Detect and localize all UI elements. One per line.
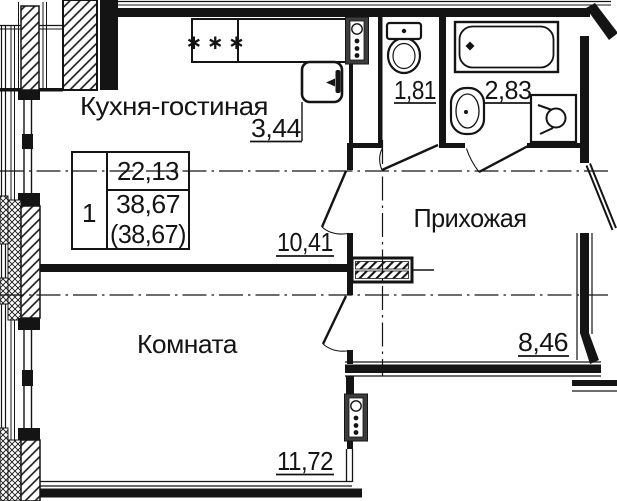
unit-living-area: 22,13 [117, 156, 179, 186]
interior-wall-spine [345, 63, 354, 482]
door-wc [379, 143, 439, 172]
wall-kitchen-room [40, 264, 353, 272]
wc-area: 1,81 [394, 75, 436, 105]
room-bottom-wall [30, 480, 362, 498]
hallway-label: Прихожая [414, 203, 527, 233]
wall-wc-bathroom [439, 17, 446, 148]
riser-shaft-bottom-icon [344, 393, 368, 442]
hallway-area: 8,46 [518, 327, 568, 357]
bedroom-label: Комната [137, 329, 238, 359]
kitchen-living-area: 10,41 [277, 227, 333, 257]
vent-duct [350, 256, 434, 284]
wall-wc-left [378, 17, 383, 143]
unit-total-area: 38,67 [116, 189, 180, 219]
kitchen-sink [300, 60, 344, 141]
wall-bath-bottom [353, 143, 583, 148]
door-bathroom [465, 144, 529, 174]
stove-burners-icon: ∗ ∗ ∗ [186, 32, 245, 54]
axis-lines [0, 140, 612, 376]
exterior-wall-left [0, 0, 118, 501]
unit-rooms-count: 1 [82, 198, 96, 228]
kitchen-niche-area: 3,44 [251, 113, 301, 143]
door-entry [585, 163, 617, 231]
exterior-wall-top [112, 0, 617, 40]
kitchen-living-label: Кухня-гостиная [80, 91, 268, 121]
unit-info-table [71, 151, 190, 250]
door-bedroom [321, 295, 348, 352]
riser-shaft-top-icon [345, 16, 369, 65]
bedroom-area: 11,72 [277, 446, 333, 476]
kitchen-counter [191, 18, 347, 63]
toilet [385, 21, 423, 75]
hallway-bottom-wall [345, 361, 617, 392]
door-kitchen-living [320, 170, 349, 235]
unit-total-area-alt: (38,67) [110, 219, 186, 249]
washing-machine [529, 93, 578, 144]
area-underlines [250, 102, 569, 476]
exterior-wall-right [576, 36, 599, 364]
bathtub [453, 20, 560, 74]
bathroom-area: 2,83 [485, 75, 532, 105]
bathroom-sink [449, 86, 486, 136]
